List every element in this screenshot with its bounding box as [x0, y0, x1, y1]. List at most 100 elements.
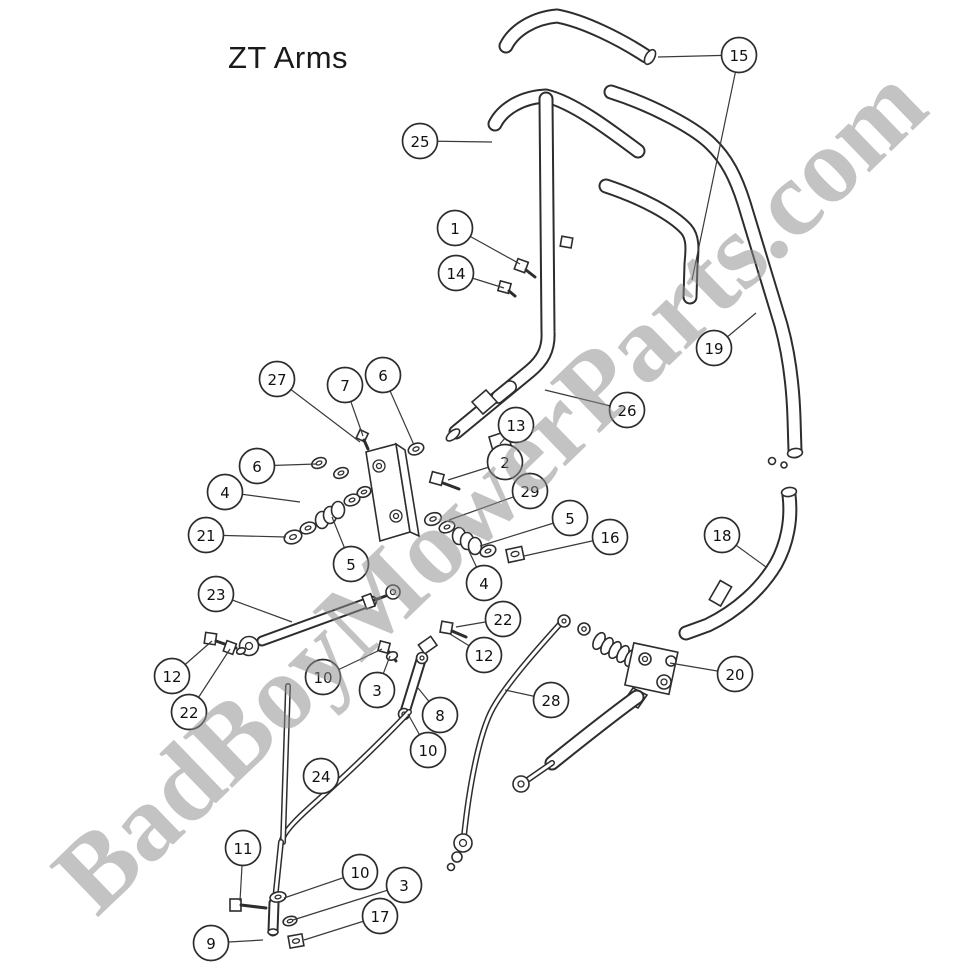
- callout-number: 23: [206, 586, 225, 604]
- callout-26: 26: [608, 391, 646, 429]
- callout-balloon: [258, 360, 296, 398]
- callout-balloon: [511, 472, 549, 510]
- callout-9: 9: [192, 924, 230, 962]
- callout-number: 4: [479, 575, 489, 593]
- callout-number: 8: [435, 707, 445, 725]
- bracket-assembly: [283, 235, 574, 564]
- callout-balloon: [608, 391, 646, 429]
- callout-balloon: [302, 757, 340, 795]
- callout-number: 26: [617, 402, 636, 420]
- callout-8: 8: [421, 696, 459, 734]
- callout-21: 21: [187, 516, 225, 554]
- callout-number: 22: [493, 611, 512, 629]
- callout-17: 17: [361, 897, 399, 935]
- callout-29: 29: [511, 472, 549, 510]
- arm-weldment-right: [598, 84, 804, 469]
- callout-number: 27: [267, 371, 286, 389]
- callout-3: 3: [358, 671, 396, 709]
- callout-12: 12: [153, 657, 191, 695]
- callout-6: 6: [238, 447, 276, 485]
- callout-number: 18: [712, 527, 731, 545]
- callout-balloon: [532, 681, 570, 719]
- callout-balloon: [385, 866, 423, 904]
- callout-14: 14: [437, 254, 475, 292]
- callout-balloon: [465, 564, 503, 602]
- callout-7: 7: [326, 366, 364, 404]
- callout-16: 16: [591, 518, 629, 556]
- callout-28: 28: [532, 681, 570, 719]
- callout-number: 12: [162, 668, 181, 686]
- callout-6: 6: [364, 356, 402, 394]
- callout-balloon: [304, 658, 342, 696]
- callout-number: 7: [340, 377, 350, 395]
- callout-number: 3: [399, 877, 409, 895]
- callout-11: 11: [224, 829, 262, 867]
- callout-number: 11: [233, 840, 252, 858]
- damper-assembly: [512, 622, 679, 793]
- lower-rod: [229, 683, 412, 950]
- callout-number: 3: [372, 682, 382, 700]
- short-link: [376, 620, 468, 721]
- callout-number: 5: [565, 510, 575, 528]
- callout-balloon: [465, 636, 503, 674]
- callout-27: 27: [258, 360, 296, 398]
- callout-balloon: [484, 600, 522, 638]
- callout-balloon: [224, 829, 262, 867]
- callout-number: 19: [704, 340, 723, 358]
- callout-5: 5: [332, 545, 370, 583]
- callout-24: 24: [302, 757, 340, 795]
- callout-15: 15: [720, 36, 758, 74]
- callout-number: 20: [725, 666, 744, 684]
- callout-10: 10: [304, 658, 342, 696]
- callout-balloon: [409, 731, 447, 769]
- callout-4: 4: [206, 473, 244, 511]
- callout-23: 23: [197, 575, 235, 613]
- callout-number: 22: [179, 704, 198, 722]
- linkage-rod: [203, 584, 401, 657]
- callout-number: 10: [418, 742, 437, 760]
- callout-18: 18: [703, 516, 741, 554]
- callout-20: 20: [716, 655, 754, 693]
- callout-balloon: [206, 473, 244, 511]
- callout-balloon: [497, 406, 535, 444]
- callout-1: 1: [436, 209, 474, 247]
- callout-balloon: [153, 657, 191, 695]
- callout-balloon: [187, 516, 225, 554]
- callout-19: 19: [695, 329, 733, 367]
- callout-22: 22: [484, 600, 522, 638]
- callout-number: 10: [313, 669, 332, 687]
- callout-balloon: [332, 545, 370, 583]
- callout-12: 12: [465, 636, 503, 674]
- callout-13: 13: [497, 406, 535, 444]
- callout-number: 21: [196, 527, 215, 545]
- callout-number: 29: [520, 483, 539, 501]
- callout-25: 25: [401, 122, 439, 160]
- callout-22: 22: [170, 693, 208, 731]
- callout-number: 10: [350, 864, 369, 882]
- callout-number: 6: [378, 367, 388, 385]
- callout-balloon: [591, 518, 629, 556]
- callout-number: 28: [541, 692, 560, 710]
- arm-weldment-left: [445, 8, 657, 442]
- callout-10: 10: [409, 731, 447, 769]
- callout-number: 13: [506, 417, 525, 435]
- callout-number: 5: [346, 556, 356, 574]
- support-tube: [678, 486, 798, 641]
- callout-balloon: [421, 696, 459, 734]
- callout-balloon: [486, 443, 524, 481]
- callout-4: 4: [465, 564, 503, 602]
- callout-number: 17: [370, 908, 389, 926]
- leader-line-15: [691, 54, 740, 281]
- callout-number: 14: [446, 265, 465, 283]
- callout-balloon: [170, 693, 208, 731]
- callout-balloon: [197, 575, 235, 613]
- callout-balloon: [703, 516, 741, 554]
- callout-balloon: [436, 209, 474, 247]
- callout-number: 6: [252, 458, 262, 476]
- callout-balloon: [364, 356, 402, 394]
- callout-number: 9: [206, 935, 216, 953]
- callout-number: 4: [220, 484, 230, 502]
- callout-balloon: [720, 36, 758, 74]
- callout-10: 10: [341, 853, 379, 891]
